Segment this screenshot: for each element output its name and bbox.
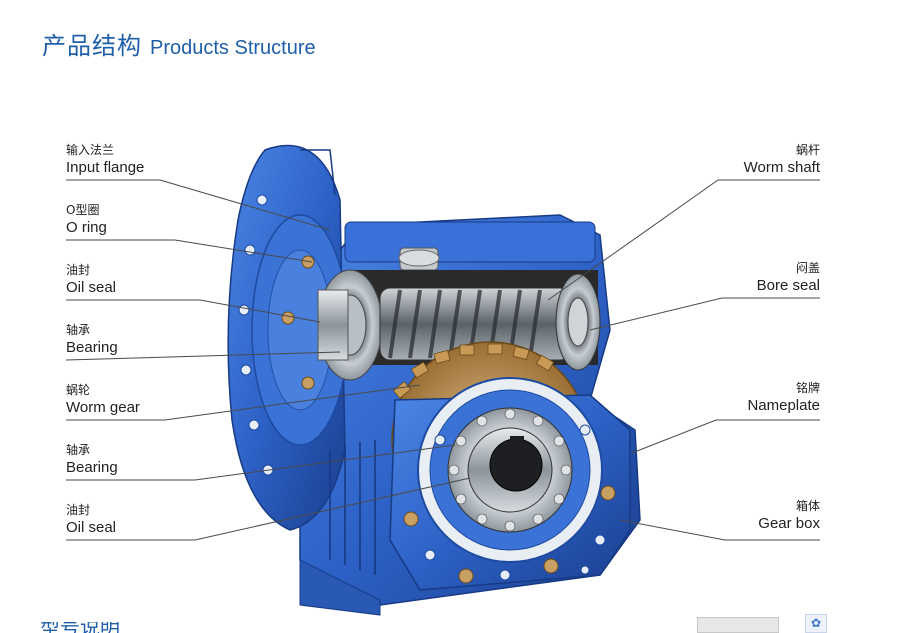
label-en: Worm shaft — [743, 159, 820, 176]
label-zh: 油封 — [66, 503, 91, 517]
output-flange-bolts — [403, 485, 616, 584]
leader-lines-right — [547, 179, 820, 541]
label-bearing-bottom: 轴承 Bearing — [66, 442, 118, 477]
leader-oil-seal-bottom — [66, 477, 471, 541]
label-en: Nameplate — [747, 397, 820, 414]
label-nameplate: 铭牌 Nameplate — [747, 380, 820, 415]
label-zh: 箱体 — [795, 499, 820, 513]
title-chinese: 产品结构 — [42, 32, 142, 60]
image-toolbar[interactable] — [697, 617, 779, 633]
paw-icon[interactable]: ✿ — [805, 614, 827, 633]
label-bore-seal: 闷盖 Bore seal — [757, 260, 820, 295]
label-zh: 铭牌 — [795, 381, 820, 395]
label-en: Input flange — [66, 159, 145, 176]
top-cover — [344, 221, 596, 263]
leader-bearing-bottom — [66, 444, 456, 481]
leader-oil-seal-top — [66, 299, 321, 323]
leader-worm-shaft — [547, 179, 820, 301]
leader-nameplate — [631, 419, 820, 454]
leader-lines-left — [65, 179, 471, 541]
label-zh: 蜗轮 — [66, 383, 91, 397]
hollow-shaft-bore — [489, 438, 543, 492]
label-en: O ring — [66, 219, 107, 236]
label-en: Worm gear — [66, 399, 140, 416]
leader-input-flange — [66, 179, 331, 231]
leader-bore-seal — [589, 297, 820, 331]
label-input-flange: 输入法兰 Input flange — [66, 142, 144, 177]
next-section-heading: 型号说明 — [40, 622, 240, 633]
label-oil-seal-top: 油封 Oil seal — [66, 262, 116, 297]
page-header: 产品结构 Products Structure — [42, 26, 316, 60]
leader-o-ring — [66, 239, 313, 263]
label-en: Bearing — [66, 459, 118, 476]
label-o-ring: O型圈 O ring — [66, 202, 107, 237]
label-en: Gear box — [758, 515, 820, 532]
label-gear-box: 箱体 Gear box — [758, 498, 820, 533]
label-zh: 油封 — [66, 263, 91, 277]
label-en: Oil seal — [66, 519, 117, 536]
label-en: Bore seal — [756, 277, 820, 294]
label-oil-seal-bottom: 油封 Oil seal — [66, 502, 116, 537]
title-english: Products Structure — [150, 37, 316, 59]
label-worm-gear: 蜗轮 Worm gear — [66, 382, 140, 417]
leader-gear-box — [619, 519, 820, 541]
label-worm-shaft: 蜗杆 Worm shaft — [744, 142, 820, 177]
next-section-text: 型号说明 — [40, 622, 240, 633]
label-zh: 蜗杆 — [795, 143, 820, 157]
label-en: Bearing — [66, 339, 118, 356]
leader-worm-gear — [66, 384, 421, 421]
label-zh: 闷盖 — [795, 261, 820, 275]
label-zh: 轴承 — [66, 323, 91, 337]
label-zh: 输入法兰 — [66, 143, 115, 157]
breather-plug — [398, 249, 440, 267]
label-bearing-top: 轴承 Bearing — [66, 322, 118, 357]
label-zh: O型圈 — [66, 203, 100, 217]
label-en: Oil seal — [66, 279, 117, 296]
label-zh: 轴承 — [66, 443, 91, 457]
leader-bearing-top — [65, 351, 341, 361]
